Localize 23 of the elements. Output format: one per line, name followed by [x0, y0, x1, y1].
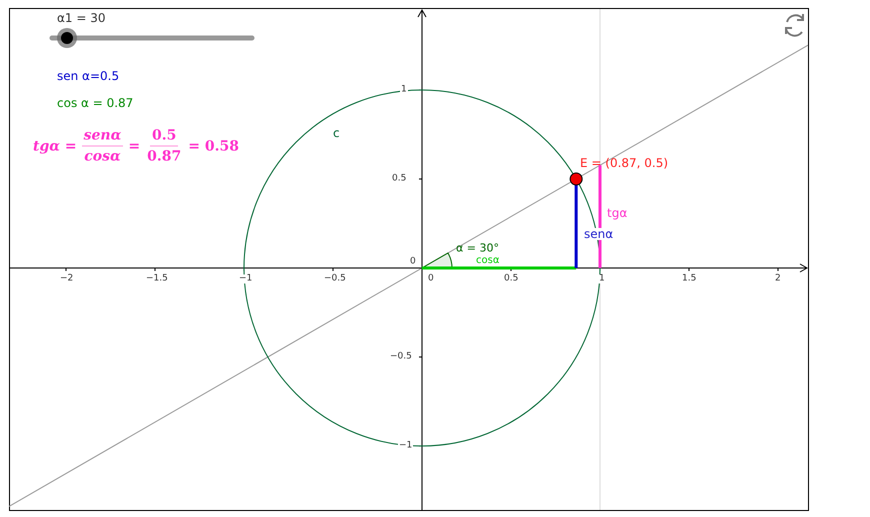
- axis-tick-label: −0.5: [324, 274, 346, 284]
- axis-tick-label: 1: [400, 86, 408, 94]
- axis-tick-label: 2: [775, 274, 781, 284]
- cosine-value-text: cos α = 0.87: [57, 97, 134, 109]
- axis-tick-label: 0: [428, 274, 434, 284]
- tangent-label: tgα: [607, 207, 628, 219]
- point-label: E = (0.87, 0.5): [580, 157, 668, 169]
- axis-tick-label: 1.5: [682, 274, 696, 284]
- axis-tick-label: −2: [60, 274, 74, 284]
- axis-tick-label: −0.5: [390, 352, 412, 362]
- axis-tick-label: 0: [410, 258, 416, 266]
- axis-tick-label: −1: [398, 442, 414, 450]
- axis-tick-label: 0.5: [504, 274, 518, 284]
- cosine-label: cosα: [476, 256, 500, 266]
- angle-label: α = 30°: [456, 242, 499, 254]
- axis-tick-label: 0.5: [392, 174, 406, 184]
- sine-value-text: sen α=0.5: [57, 70, 120, 82]
- axis-tick-label: −1: [238, 274, 254, 284]
- axis-tick-label: −1.5: [146, 274, 168, 284]
- axis-tick-label: 1: [598, 274, 606, 284]
- sine-label: senα: [583, 228, 614, 240]
- slider-label: α1 = 30: [57, 12, 106, 24]
- circle-label: c: [333, 127, 340, 139]
